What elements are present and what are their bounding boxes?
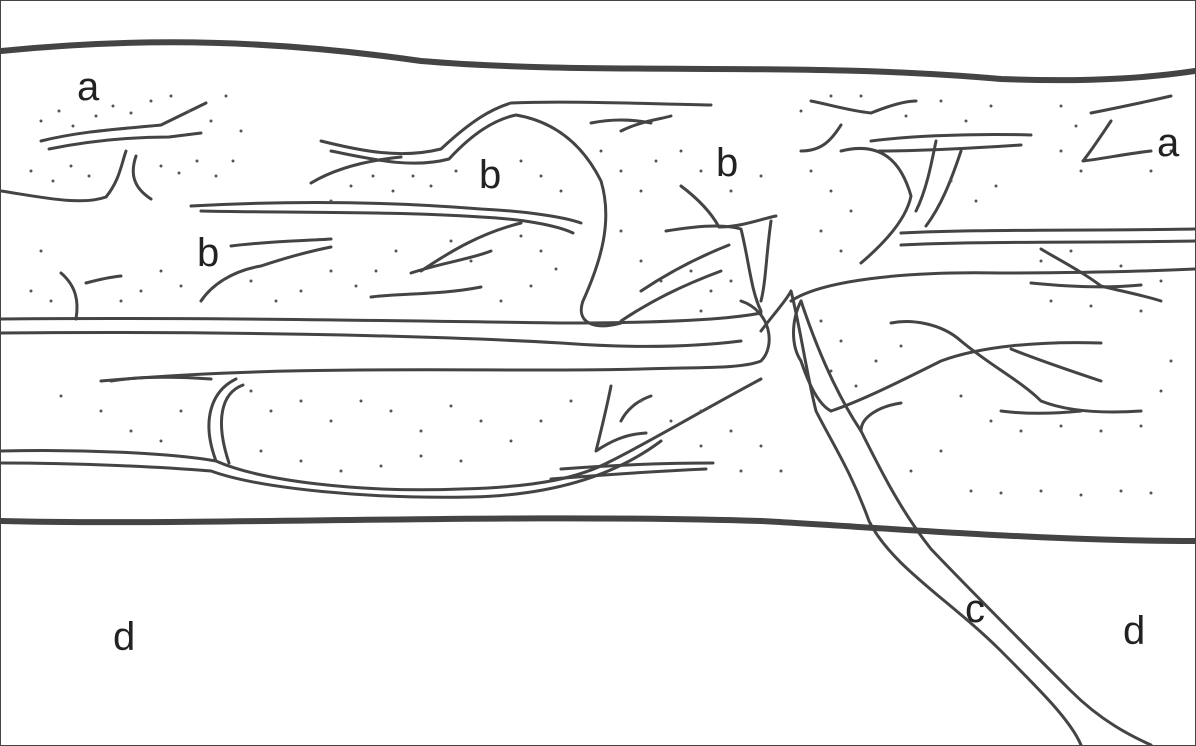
branches-center [621, 186, 776, 321]
central-channel [1, 301, 769, 381]
label-d-right: d [1123, 611, 1145, 651]
label-b-left: b [197, 233, 219, 273]
branches-right [801, 96, 1171, 413]
label-a-left: a [77, 67, 99, 107]
label-a-right: a [1157, 123, 1179, 163]
label-b-center: b [479, 155, 501, 195]
label-c: c [965, 589, 985, 629]
label-b-right: b [716, 143, 738, 183]
outer-wall-top [1, 42, 1195, 80]
stalk-c [761, 291, 1151, 745]
right-region [791, 229, 1195, 431]
branches-lower [551, 386, 713, 479]
label-d-left: d [113, 617, 135, 657]
outer-wall-bottom [1, 518, 1195, 541]
branches-upper [1, 102, 711, 326]
lower-chamber [1, 377, 761, 497]
